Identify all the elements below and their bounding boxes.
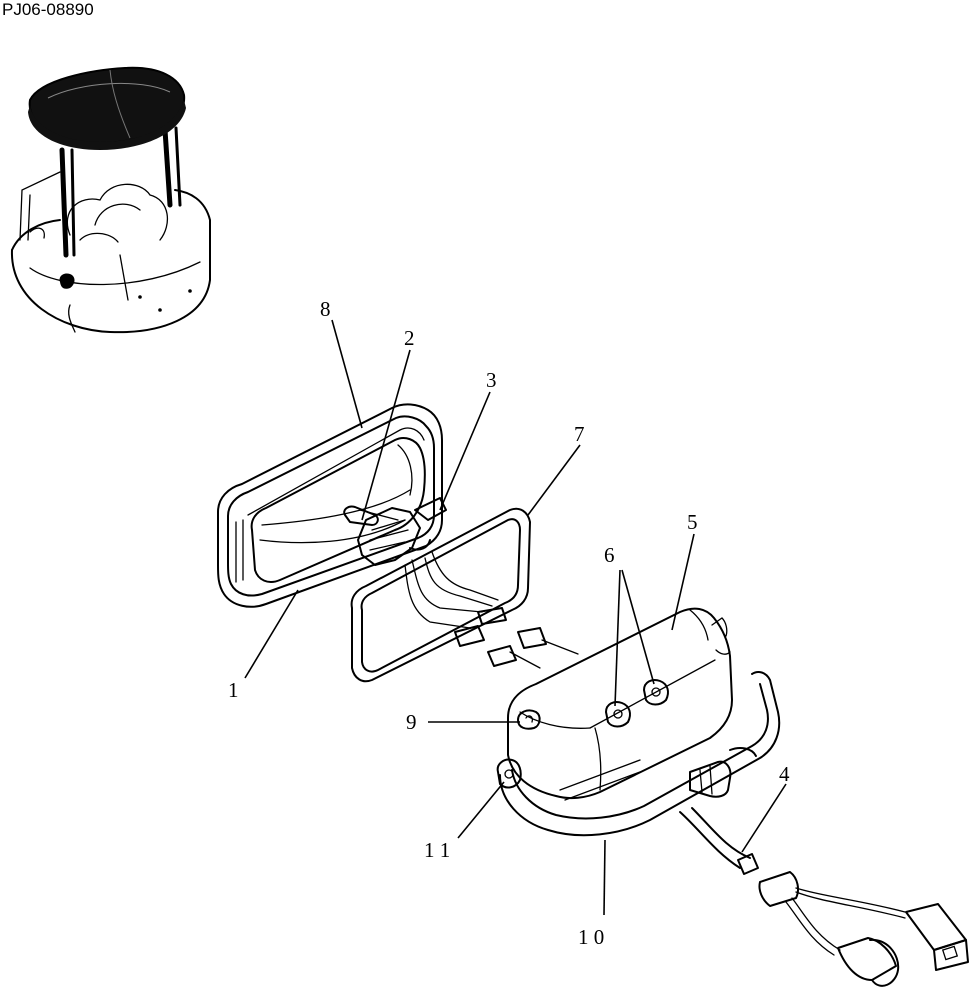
callout-1: 1 bbox=[228, 678, 239, 702]
leader-2 bbox=[361, 349, 411, 521]
callout-5: 5 bbox=[687, 510, 698, 534]
leader-6b bbox=[621, 569, 655, 685]
internal-wiring bbox=[404, 551, 579, 669]
callout-2: 2 bbox=[404, 326, 415, 350]
machine-locator-thumbnail bbox=[10, 66, 211, 334]
leader-10 bbox=[603, 839, 606, 916]
part-6-nuts bbox=[605, 679, 669, 728]
part-10-bracket bbox=[499, 671, 781, 837]
leader-6a bbox=[614, 569, 621, 707]
drawing-code: PJ06-08890 bbox=[2, 0, 94, 19]
part-1-lens bbox=[250, 437, 426, 583]
callout-8: 8 bbox=[320, 297, 331, 321]
part-4-harness bbox=[679, 807, 969, 987]
part-11-knob bbox=[496, 758, 732, 798]
leader-4 bbox=[741, 783, 787, 853]
callout-4: 4 bbox=[779, 762, 790, 786]
callout-10: 1 0 bbox=[578, 925, 604, 949]
callout-labels: 8 2 3 7 5 6 1 9 1 1 1 0 4 bbox=[228, 297, 790, 949]
part-8-bezel bbox=[217, 403, 443, 608]
leader-3 bbox=[439, 391, 491, 511]
callout-7: 7 bbox=[574, 422, 585, 446]
part-3-clip bbox=[357, 497, 447, 566]
part-7-gasket bbox=[350, 507, 531, 683]
leader-11 bbox=[457, 781, 505, 839]
callout-9: 9 bbox=[406, 710, 417, 734]
callout-6: 6 bbox=[604, 543, 615, 567]
leader-5 bbox=[671, 533, 695, 631]
leader-8 bbox=[331, 319, 363, 429]
callout-3: 3 bbox=[486, 368, 497, 392]
leader-7 bbox=[527, 444, 581, 516]
leader-1 bbox=[244, 589, 299, 679]
callout-11: 1 1 bbox=[424, 838, 450, 862]
leader-lines bbox=[244, 319, 787, 916]
